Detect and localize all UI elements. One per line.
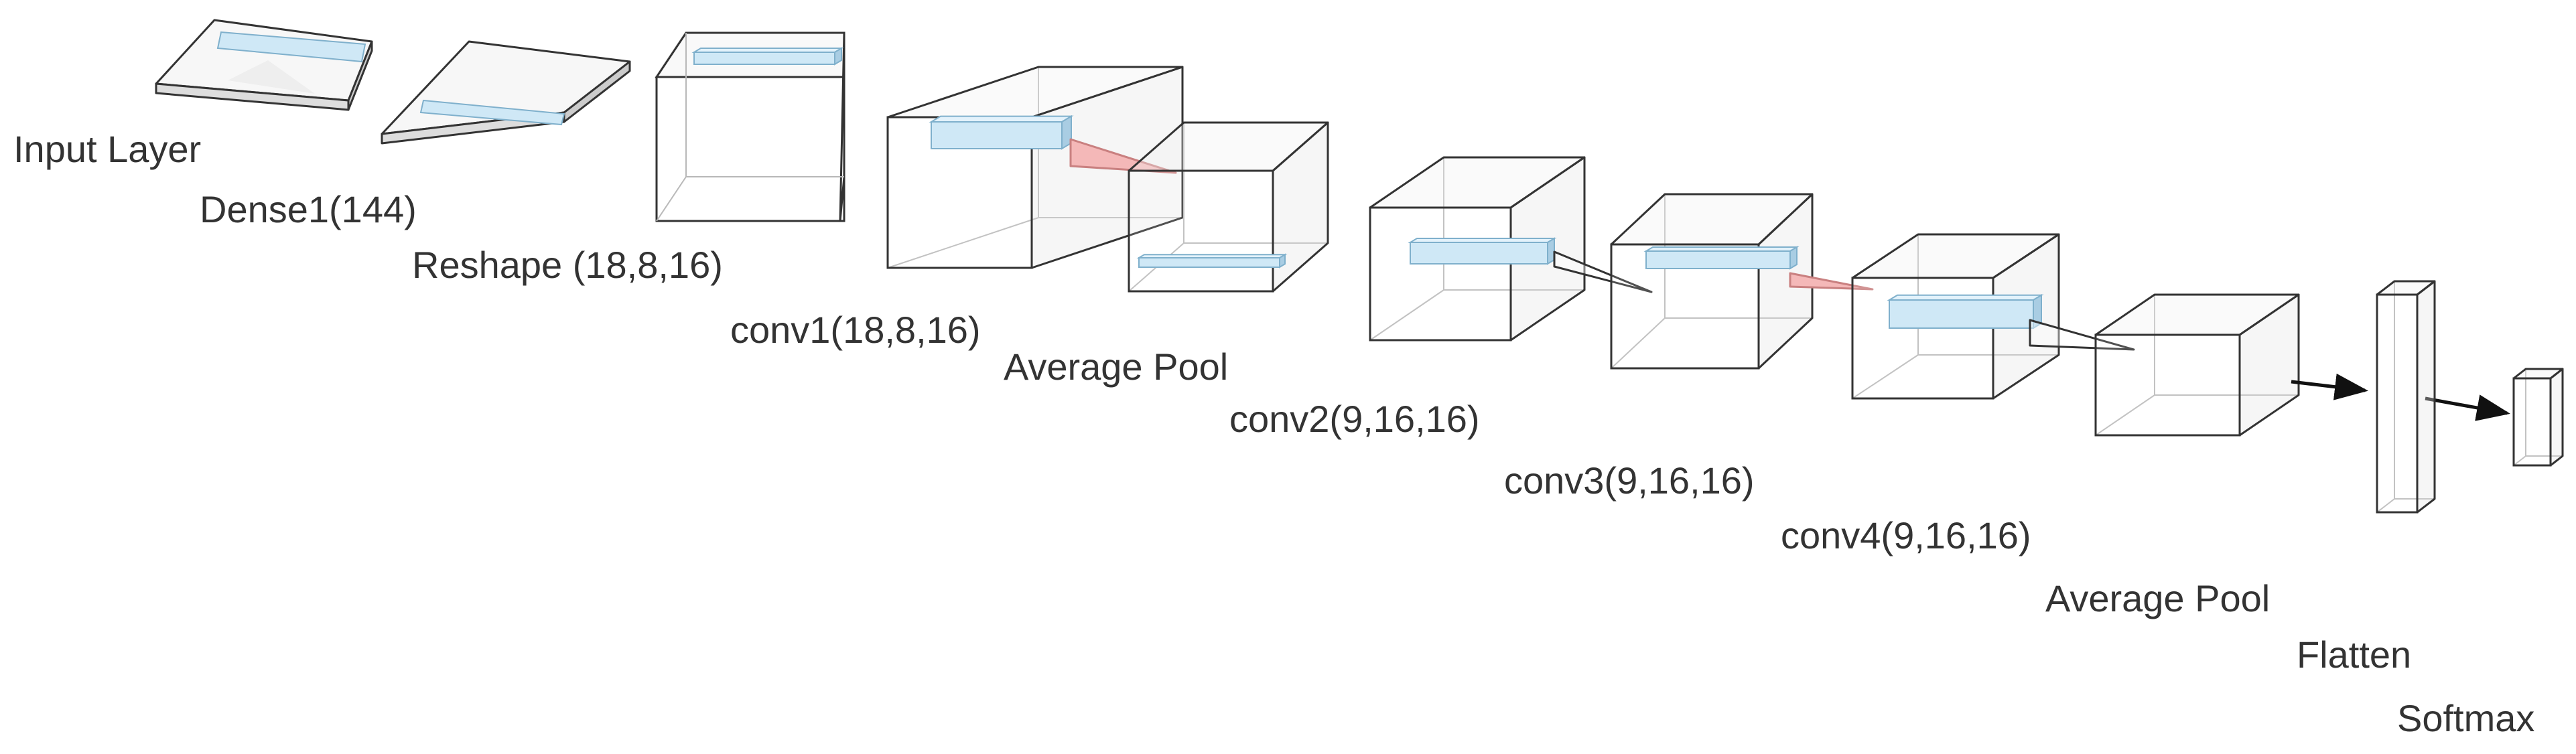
flatten-prism-hidden-depth xyxy=(2376,498,2395,513)
conv4-kernel xyxy=(1887,294,2044,329)
label-conv3: conv3(9,16,16) xyxy=(1504,459,1755,502)
conv3-box xyxy=(1610,193,1814,370)
label-conv1: conv1(18,8,16) xyxy=(730,309,981,351)
conv1-box-hidden-depth xyxy=(887,217,1039,269)
conv4-kernel-front xyxy=(1889,299,2034,329)
input-shadow-wedge xyxy=(228,60,315,94)
dense1-plate xyxy=(381,40,631,145)
softmax-prism xyxy=(2512,368,2564,467)
label-average-pool-1: Average Pool xyxy=(1004,346,1229,388)
dense1-plate-side-edge xyxy=(563,60,631,123)
label-input-layer: Input Layer xyxy=(13,128,202,170)
softmax-prism-hidden-depth xyxy=(2513,455,2526,466)
flatten-prism xyxy=(2376,280,2436,514)
avgpool2-box xyxy=(2094,293,2300,437)
conv4-box-hidden-depth xyxy=(1852,354,1919,399)
conv4-to-pool-cone xyxy=(2029,319,2135,351)
reshape-box-front-face xyxy=(655,76,845,222)
reshape-hidden-depth xyxy=(656,176,687,222)
input-layer-plate xyxy=(155,19,373,111)
avgpool1-kernel xyxy=(1136,253,1288,269)
conv3-kernel-side xyxy=(1789,246,1798,270)
conv2-box-hidden-depth xyxy=(1369,289,1444,341)
conv1-kernel-front xyxy=(931,121,1063,149)
label-softmax: Softmax xyxy=(2397,697,2535,739)
conv2-to-conv3-cone xyxy=(1553,250,1653,293)
label-conv2: conv2(9,16,16) xyxy=(1229,398,1480,440)
arrow-flatten-to-softmax xyxy=(2425,394,2510,421)
avgpool1-box-front-face xyxy=(1128,169,1274,293)
input-layer-plate-side-edge xyxy=(347,40,373,111)
label-dense1: Dense1(144) xyxy=(200,188,417,230)
conv3-kernel-front xyxy=(1645,250,1791,269)
label-conv4: conv4(9,16,16) xyxy=(1781,514,2031,556)
conv2-box xyxy=(1369,156,1586,342)
label-flatten: Flatten xyxy=(2297,633,2412,676)
avgpool1-kernel-front xyxy=(1138,257,1280,268)
conv2-kernel xyxy=(1408,237,1557,265)
avgpool1-box xyxy=(1128,121,1329,293)
label-reshape: Reshape (18,8,16) xyxy=(412,244,723,286)
dense1-highlight-strip xyxy=(419,99,565,126)
softmax-prism-front-face xyxy=(2512,377,2552,467)
avgpool1-kernel-side xyxy=(1279,253,1286,269)
reshape-right xyxy=(839,32,845,222)
input-highlight-strip xyxy=(216,31,366,63)
reshape-kernel-front xyxy=(693,52,835,65)
conv2-kernel-front xyxy=(1410,242,1548,265)
conv1-to-pool-cone xyxy=(1069,138,1177,174)
arrow-pool-to-flatten xyxy=(2291,373,2368,400)
conv3-box-hidden-depth xyxy=(1611,317,1666,369)
avgpool2-box-front-face xyxy=(2094,333,2241,437)
conv4-kernel-top xyxy=(1887,294,2044,301)
label-average-pool-2: Average Pool xyxy=(2045,577,2270,619)
reshape-kernel-side xyxy=(834,47,842,66)
avgpool2-box-hidden-depth xyxy=(2095,394,2155,436)
conv2-box-front-face xyxy=(1369,206,1512,342)
conv1-kernel-top xyxy=(929,115,1074,123)
softmax-prism-right-face xyxy=(2549,368,2564,467)
reshape-box xyxy=(655,76,845,222)
conv3-kernel xyxy=(1643,246,1800,270)
flatten-prism-right-face xyxy=(2416,280,2436,514)
flatten-prism-front-face xyxy=(2376,293,2419,514)
conv1-kernel xyxy=(929,115,1074,150)
reshape-kernel xyxy=(691,47,844,66)
